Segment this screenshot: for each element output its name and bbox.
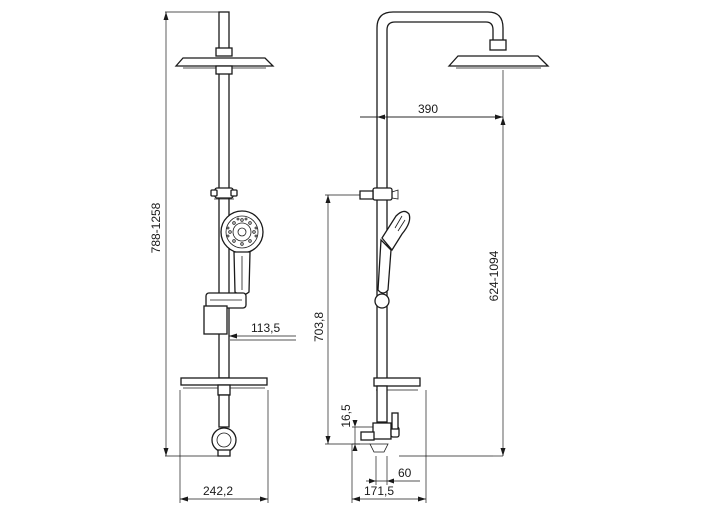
side-inner-pipe <box>386 21 494 383</box>
front-holder-body <box>203 305 228 335</box>
front-view <box>165 11 296 503</box>
front-rain-shower-head <box>174 57 275 67</box>
dim-label-front-width: 242,2 <box>203 484 233 498</box>
front-upper-slider <box>214 187 234 199</box>
side-upper-slider <box>372 187 393 201</box>
dim-side-valve-height: 16,5 <box>339 404 358 451</box>
side-hand-shower-head <box>381 210 411 252</box>
dim-front-height: 788-1258 <box>149 12 169 456</box>
dim-label-side-height: 624-1094 <box>487 250 501 301</box>
side-outer-pipe <box>376 11 504 383</box>
front-mixing-valve <box>211 427 237 453</box>
dim-front-handshower-offset: 113,5 <box>229 321 296 339</box>
dim-side-holder-height: 703,8 <box>312 195 331 444</box>
dim-side-base-depth: 171,5 <box>352 484 426 502</box>
dim-label-front-height: 788-1258 <box>149 202 163 253</box>
side-view <box>325 11 550 503</box>
dim-label-side-valve-height: 16,5 <box>339 404 353 428</box>
side-mixing-valve <box>372 422 392 440</box>
dim-label-side-reach: 390 <box>418 102 438 116</box>
front-lower-pipe <box>218 394 230 428</box>
front-shelf <box>180 377 268 386</box>
side-shelf <box>373 377 421 387</box>
front-head-connector <box>215 47 233 57</box>
front-top-pipe <box>218 11 230 53</box>
dim-side-height: 624-1094 <box>487 117 506 456</box>
spray-nozzles <box>226 217 258 246</box>
dim-label-side-depth: 171,5 <box>364 484 394 498</box>
dim-side-valve-offset: 60 <box>366 466 420 484</box>
dim-front-base-width: 242,2 <box>180 484 268 502</box>
side-handshower-holder <box>374 293 390 309</box>
dim-label-front-offset: 113,5 <box>251 321 280 335</box>
side-rain-shower-head <box>447 55 550 67</box>
side-hand-shower-handle <box>377 238 392 294</box>
dim-label-side-offset: 60 <box>398 466 412 480</box>
dim-label-side-holder: 703,8 <box>312 312 326 342</box>
front-hand-shower-head <box>220 210 264 254</box>
dim-side-arm-reach: 390 <box>360 102 503 120</box>
